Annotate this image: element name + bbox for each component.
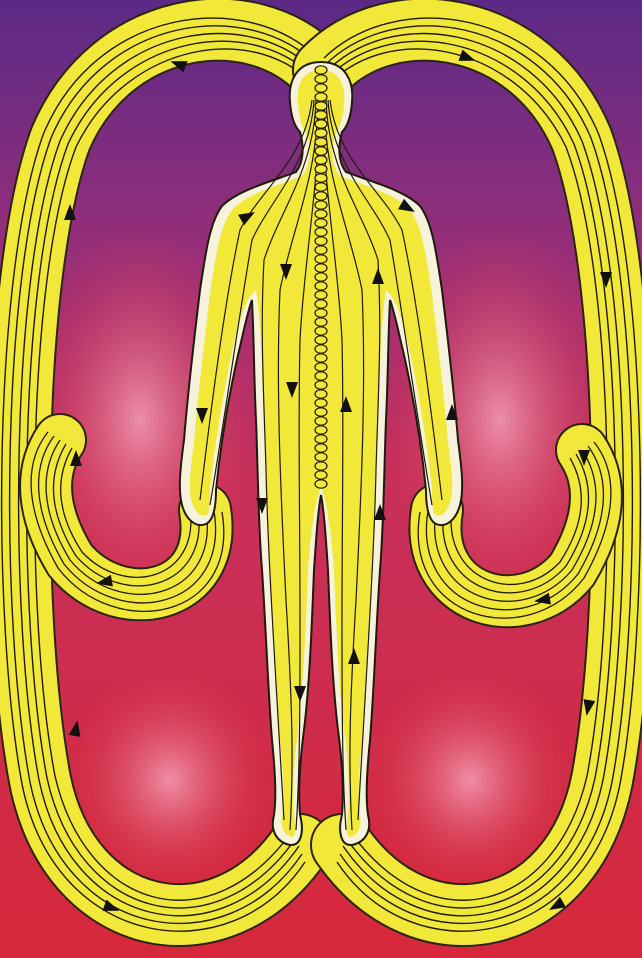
vertebra — [315, 165, 327, 173]
vertebra — [315, 210, 327, 218]
vertebra — [315, 444, 327, 452]
vertebra — [315, 255, 327, 263]
vertebra — [315, 480, 327, 488]
vertebra — [315, 345, 327, 353]
vertebra — [315, 282, 327, 290]
vertebra — [315, 435, 327, 443]
vertebra — [315, 156, 327, 164]
vertebra — [315, 471, 327, 479]
vertebra — [315, 228, 327, 236]
vertebra — [315, 408, 327, 416]
vertebra — [315, 66, 327, 74]
vertebra — [315, 183, 327, 191]
vertebra — [315, 102, 327, 110]
vertebra — [315, 192, 327, 200]
vertebra — [315, 300, 327, 308]
vertebra — [315, 138, 327, 146]
vertebra — [315, 129, 327, 137]
vertebra — [315, 111, 327, 119]
vertebra — [315, 75, 327, 83]
vertebra — [315, 363, 327, 371]
vertebra — [315, 147, 327, 155]
vertebra — [315, 237, 327, 245]
vertebra — [315, 417, 327, 425]
vertebra — [315, 453, 327, 461]
vertebra — [315, 291, 327, 299]
vertebra — [315, 273, 327, 281]
vertebra — [315, 336, 327, 344]
vertebra — [315, 174, 327, 182]
vertebra — [315, 120, 327, 128]
vertebra — [315, 372, 327, 380]
vertebra — [315, 327, 327, 335]
vertebra — [315, 201, 327, 209]
vertebra — [315, 93, 327, 101]
vertebra — [315, 246, 327, 254]
vertebra — [315, 390, 327, 398]
vertebra — [315, 462, 327, 470]
vertebra — [315, 426, 327, 434]
vertebra — [315, 84, 327, 92]
vertebra — [315, 381, 327, 389]
vertebra — [315, 354, 327, 362]
vertebra — [315, 399, 327, 407]
vertebra — [315, 309, 327, 317]
vertebra — [315, 219, 327, 227]
vertebra — [315, 264, 327, 272]
vertebra — [315, 318, 327, 326]
